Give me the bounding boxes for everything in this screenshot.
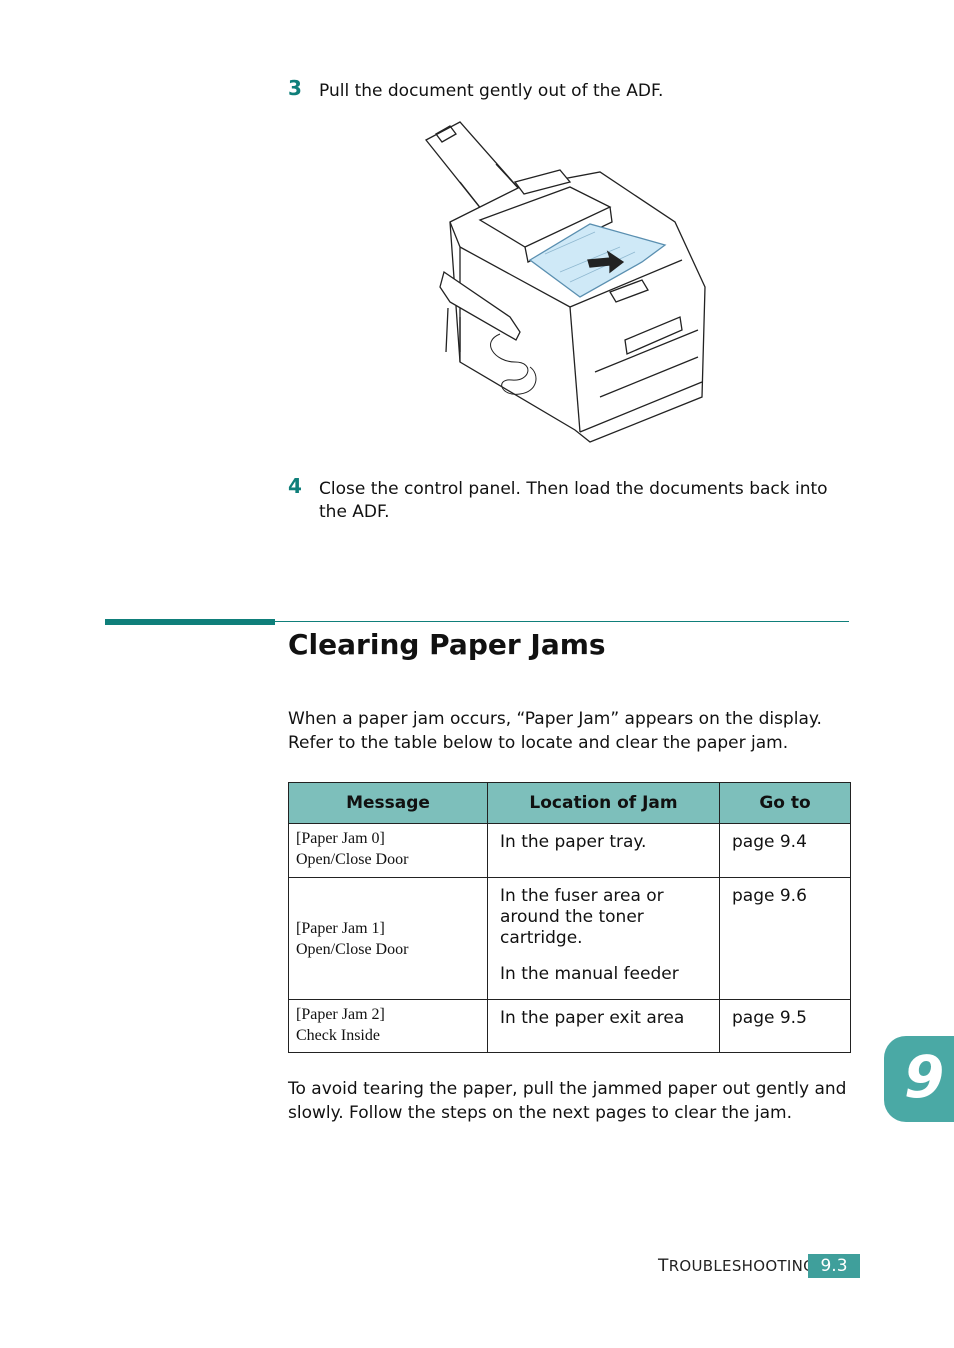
table-header-row: Message Location of Jam Go to — [288, 782, 851, 824]
table-row: [Paper Jam 1] Open/Close Door In the fus… — [288, 877, 851, 1000]
step-3: 3 Pull the document gently out of the AD… — [288, 76, 848, 103]
chapter-number: 9 — [904, 1043, 945, 1111]
goto-cell: page 9.6 — [719, 877, 851, 1000]
location-cell: In the fuser area or around the toner ca… — [487, 877, 720, 1000]
message-cell: [Paper Jam 1] Open/Close Door — [288, 877, 488, 1000]
header-message: Message — [288, 782, 488, 824]
goto-cell: page 9.5 — [719, 999, 851, 1053]
location-cell: In the paper exit area — [487, 999, 720, 1053]
message-cell: [Paper Jam 2] Check Inside — [288, 999, 488, 1053]
paper-jam-table: Message Location of Jam Go to [Paper Jam… — [288, 782, 851, 1053]
step-text: Pull the document gently out of the ADF. — [319, 81, 664, 101]
table-row: [Paper Jam 2] Check Inside In the paper … — [288, 999, 851, 1053]
step-text: Close the control panel. Then load the d… — [319, 479, 828, 522]
section-title: Clearing Paper Jams — [288, 628, 606, 661]
section-rule — [275, 621, 849, 622]
step-number: 4 — [288, 474, 302, 498]
printer-illustration — [425, 121, 706, 443]
page-number: 9.3 — [808, 1254, 860, 1278]
message-cell: [Paper Jam 0] Open/Close Door — [288, 823, 488, 878]
location-cell: In the paper tray. — [487, 823, 720, 878]
step-number: 3 — [288, 76, 302, 100]
footer-chapter-label: TROUBLESHOOTING — [658, 1256, 816, 1276]
intro-paragraph: When a paper jam occurs, “Paper Jam” app… — [288, 709, 822, 753]
header-location: Location of Jam — [487, 782, 720, 824]
table-row: [Paper Jam 0] Open/Close Door In the pap… — [288, 823, 851, 878]
header-goto: Go to — [719, 782, 851, 824]
section-rule-accent — [105, 619, 275, 625]
chapter-tab: 9 — [884, 1036, 954, 1122]
goto-cell: page 9.4 — [719, 823, 851, 878]
outro-paragraph: To avoid tearing the paper, pull the jam… — [288, 1079, 847, 1123]
step-4: 4 Close the control panel. Then load the… — [288, 474, 848, 524]
